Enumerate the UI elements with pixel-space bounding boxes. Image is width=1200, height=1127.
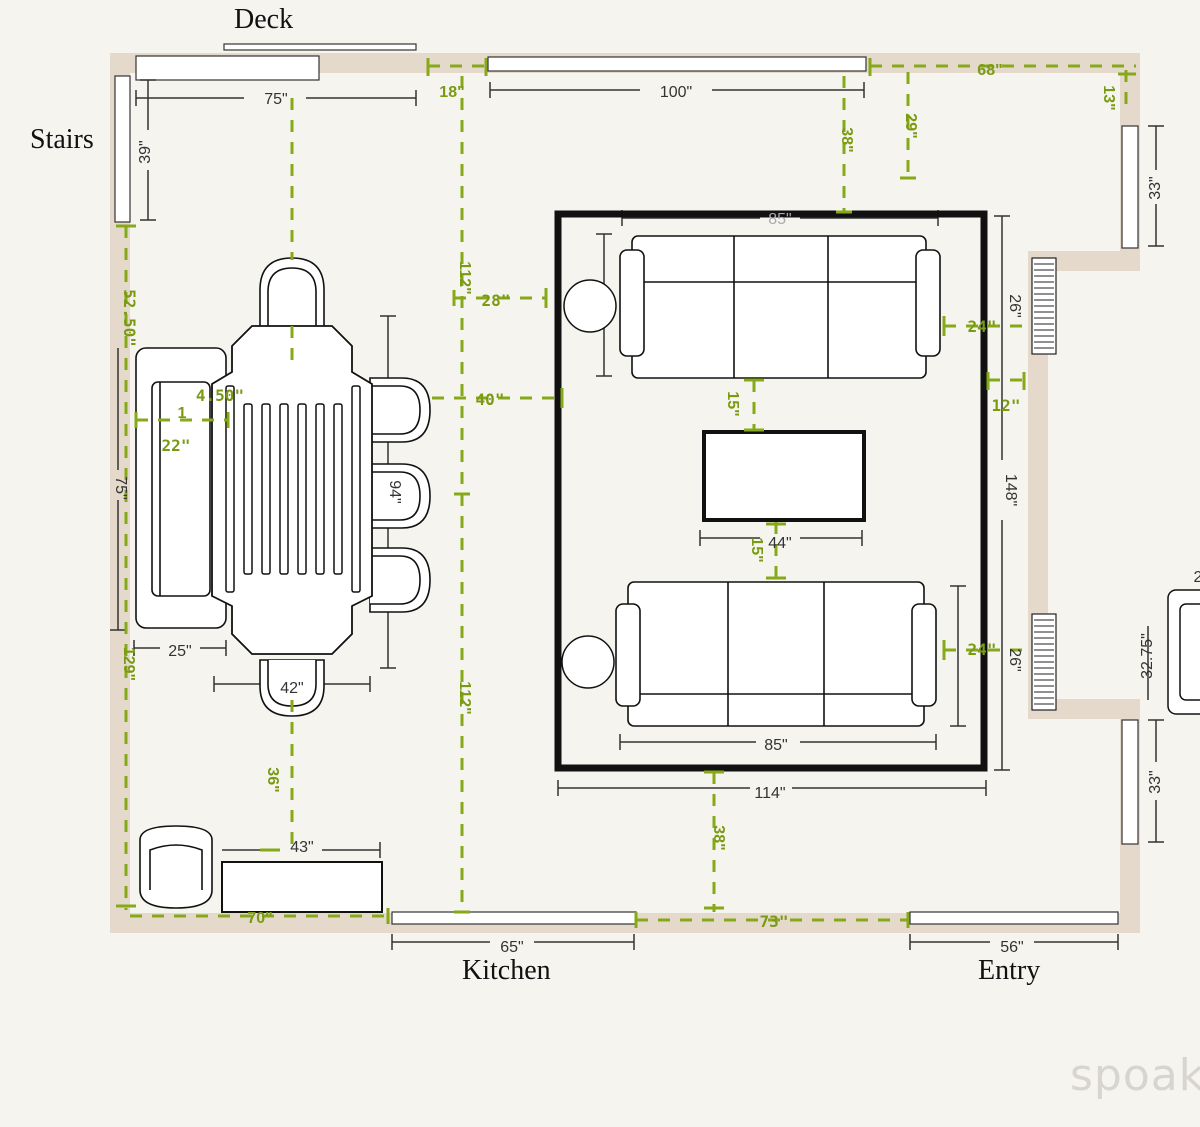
dim-33-top: 33" xyxy=(1147,176,1164,199)
console-table xyxy=(221,861,383,913)
deck-label: Deck xyxy=(234,4,294,35)
top-window xyxy=(487,56,867,72)
dim-39: 39" xyxy=(137,140,154,163)
dim-112-bottom: 112" xyxy=(456,681,473,714)
radiator-fins xyxy=(1034,263,1054,705)
dim-12: 12" xyxy=(992,396,1021,415)
dim-29: 29" xyxy=(902,113,919,138)
openings xyxy=(114,43,1139,925)
dim-15-bottom: 15" xyxy=(748,537,765,562)
dim-15-top: 15" xyxy=(724,391,741,416)
dim-24-bottom: 24" xyxy=(968,640,997,659)
sofa-top xyxy=(619,235,941,379)
right-window-upper xyxy=(1121,125,1139,249)
dim-65: 65" xyxy=(500,939,523,956)
dim-33-bottom: 33" xyxy=(1147,770,1164,793)
dim-38-bottom: 38" xyxy=(710,825,727,850)
dim-43: 43" xyxy=(290,839,313,856)
dim-148: 148" xyxy=(1002,474,1019,506)
dim-85-bottom: 85" xyxy=(764,737,787,754)
dim-68: 68" xyxy=(977,62,1002,79)
dim-85-top: 85" xyxy=(768,211,791,228)
dim-52-50: 52.50" xyxy=(120,289,139,347)
dim-100: 100" xyxy=(660,84,692,101)
measurement-labels: 75" 18" 100" 68" 13" 39" 38" 29" 33" 85"… xyxy=(112,62,1200,956)
dim-56: 56" xyxy=(1000,939,1023,956)
dim-70: 70" xyxy=(247,910,272,927)
dim-38-top: 38" xyxy=(838,127,855,152)
deck-door xyxy=(135,55,320,81)
dim-28: 28" xyxy=(482,291,511,310)
table-slat xyxy=(261,403,271,575)
dim-42: 42" xyxy=(280,680,303,697)
entry-opening xyxy=(909,911,1119,925)
dim-44: 44" xyxy=(768,535,791,552)
accent-chair xyxy=(139,825,213,909)
dim-18: 18" xyxy=(439,84,464,101)
table-slat xyxy=(315,403,325,575)
table-slat xyxy=(279,403,289,575)
partial-chair-right xyxy=(1167,589,1200,715)
dim-26-bottom: 26" xyxy=(1006,648,1023,671)
table-slat xyxy=(243,403,253,575)
dim-112-top: 112" xyxy=(456,261,473,294)
dim-22: 22" xyxy=(162,436,191,455)
table-slat xyxy=(333,403,343,575)
entry-label: Entry xyxy=(978,955,1041,986)
dim-4-50: 4.50" xyxy=(196,386,244,405)
side-table-bottom xyxy=(561,635,615,689)
stairs-opening xyxy=(114,75,131,223)
wall-notch-side xyxy=(1028,251,1048,719)
dim-32-75: 32.75" xyxy=(1139,633,1156,679)
dim-40: 40" xyxy=(476,390,505,409)
green-ticks xyxy=(116,58,1136,928)
side-table-top xyxy=(563,279,617,333)
coffee-table xyxy=(702,430,866,522)
dim-114: 114" xyxy=(754,785,785,802)
dim-26-top: 26" xyxy=(1006,294,1023,317)
dim-36: 36" xyxy=(264,767,281,792)
dim-73: 73" xyxy=(760,912,789,931)
dining-table xyxy=(211,325,373,655)
table-slat xyxy=(351,385,361,593)
dim-25: 25" xyxy=(168,643,191,660)
kitchen-label: Kitchen xyxy=(462,955,551,986)
sofa-bottom xyxy=(615,581,937,727)
dim-13: 13" xyxy=(1100,85,1117,110)
dim-94: 94" xyxy=(386,480,403,503)
table-slat xyxy=(297,403,307,575)
area-rug xyxy=(554,210,988,772)
right-window-lower xyxy=(1121,719,1139,845)
dim-129: 129" xyxy=(120,647,137,681)
stairs-label: Stairs xyxy=(30,124,94,155)
dim-24-top: 24" xyxy=(968,317,997,336)
dining-table-slats xyxy=(225,385,361,593)
lounge-chair xyxy=(135,347,227,629)
spoak-watermark: spoak. xyxy=(1070,1050,1200,1101)
dining-chairs xyxy=(259,257,431,717)
dim-75-left: 75" xyxy=(112,476,129,499)
deck-rail xyxy=(223,43,417,51)
dim-75-top: 75" xyxy=(264,91,287,108)
dim-1: 1 xyxy=(178,405,187,422)
kitchen-opening xyxy=(391,911,637,925)
table-slat xyxy=(225,385,235,593)
dim-2: 2 xyxy=(1194,569,1200,586)
